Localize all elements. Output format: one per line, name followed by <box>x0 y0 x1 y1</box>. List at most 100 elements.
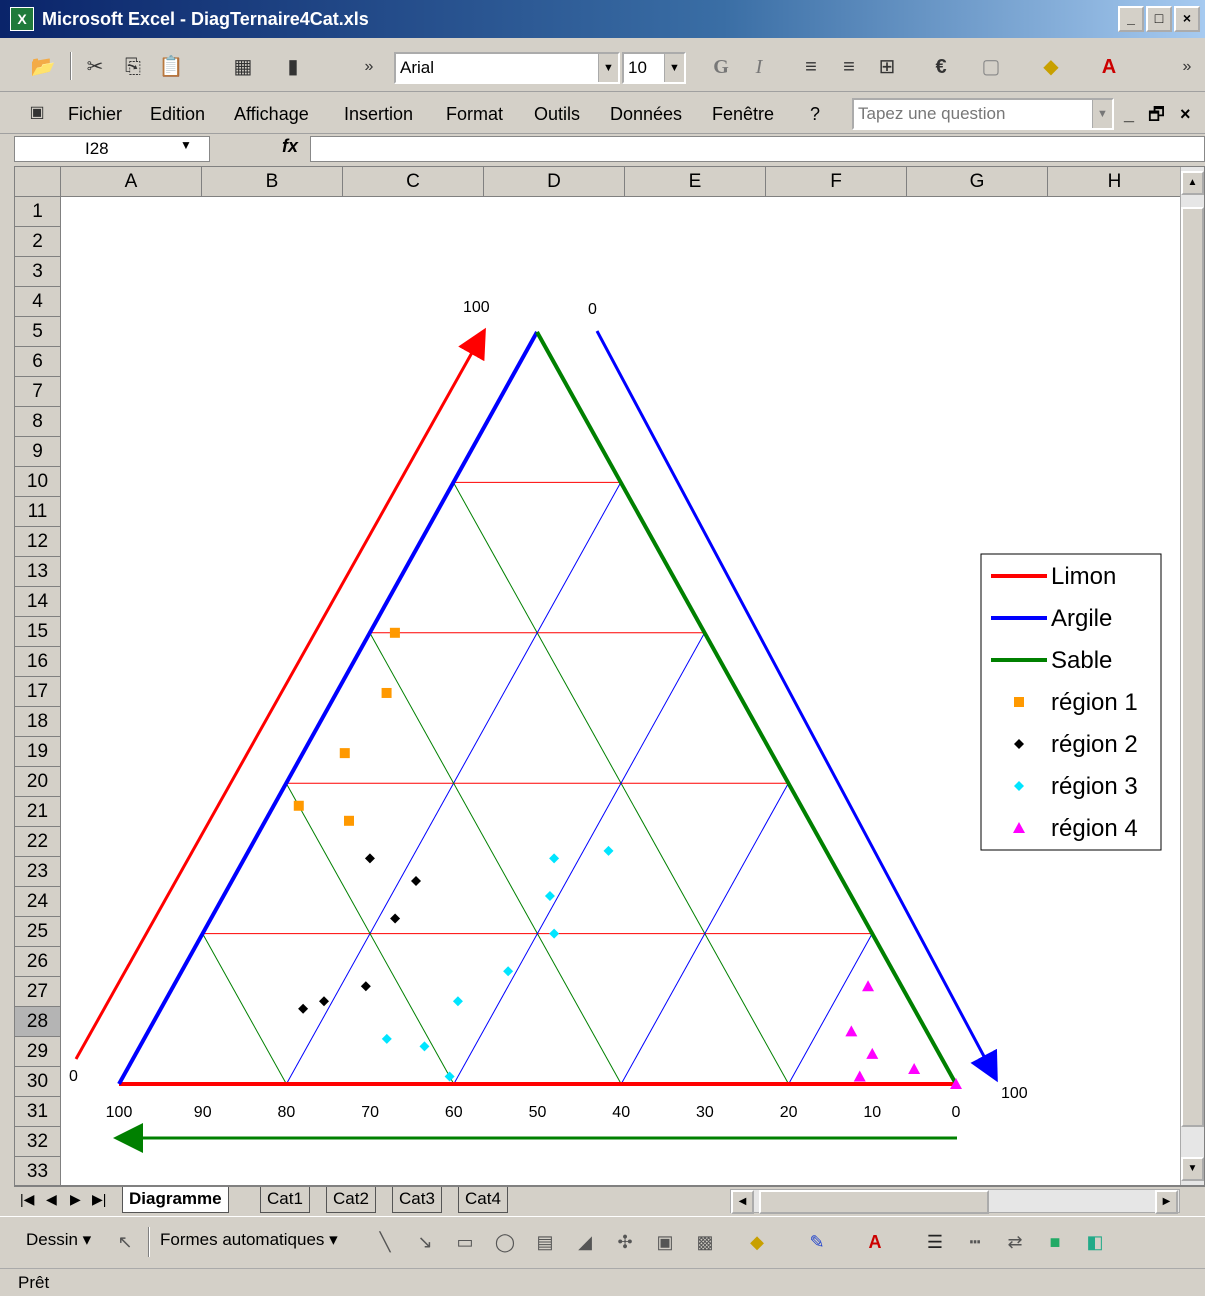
tab-cat4[interactable]: Cat4 <box>458 1187 508 1213</box>
column-header[interactable]: C <box>343 167 484 197</box>
row-header[interactable]: 9 <box>15 437 61 467</box>
row-header[interactable]: 27 <box>15 977 61 1007</box>
menu-insertion[interactable]: Insertion <box>344 104 414 124</box>
select-all-corner[interactable] <box>15 167 61 197</box>
menu-donnees[interactable]: Données <box>610 104 683 124</box>
copy-icon[interactable]: ⎘ <box>125 56 141 78</box>
oval-icon[interactable]: ◯ <box>494 1232 516 1252</box>
line-color-icon[interactable]: ✎ <box>809 1232 825 1252</box>
last-sheet-icon[interactable]: ▶| <box>92 1191 107 1207</box>
scroll-left-icon[interactable]: ◀ <box>731 1190 754 1214</box>
formes-automatiques-menu[interactable]: Formes automatiques ▾ <box>160 1230 338 1249</box>
picture-icon[interactable]: ▩ <box>696 1232 714 1252</box>
wordart-icon[interactable]: ◢ <box>578 1232 592 1252</box>
tab-diagramme[interactable]: Diagramme <box>122 1187 229 1213</box>
prev-sheet-icon[interactable]: ◀ <box>46 1191 57 1207</box>
row-header[interactable]: 7 <box>15 377 61 407</box>
clipart-icon[interactable]: ▣ <box>656 1232 674 1252</box>
chevron-down-icon[interactable]: ▼ <box>1092 100 1112 128</box>
tab-cat3[interactable]: Cat3 <box>392 1187 442 1213</box>
column-header[interactable]: E <box>625 167 766 197</box>
first-sheet-icon[interactable]: |◀ <box>20 1191 35 1207</box>
row-header[interactable]: 21 <box>15 797 61 827</box>
menu-format[interactable]: Format <box>446 104 504 124</box>
row-header[interactable]: 13 <box>15 557 61 587</box>
toolbar-options-button-2[interactable]: » <box>1182 58 1192 75</box>
tab-cat2[interactable]: Cat2 <box>326 1187 376 1213</box>
doc-close-button[interactable]: × <box>1180 104 1191 124</box>
row-header[interactable]: 5 <box>15 317 61 347</box>
row-header[interactable]: 30 <box>15 1067 61 1097</box>
font-name-select[interactable]: Arial ▼ <box>394 52 620 84</box>
row-header[interactable]: 31 <box>15 1097 61 1127</box>
chevron-down-icon[interactable]: ▼ <box>664 54 684 82</box>
select-objects-icon[interactable]: ↖ <box>117 1232 133 1252</box>
rectangle-icon[interactable]: ▭ <box>456 1232 474 1252</box>
row-header[interactable]: 15 <box>15 617 61 647</box>
open-icon[interactable]: 📂 <box>30 56 56 78</box>
scroll-right-icon[interactable]: ▶ <box>1155 1190 1178 1214</box>
vertical-scrollbar[interactable]: ▲ ▼ <box>1180 167 1204 1185</box>
euro-button[interactable]: € <box>935 56 947 78</box>
row-header[interactable]: 16 <box>15 647 61 677</box>
scroll-up-icon[interactable]: ▲ <box>1181 171 1204 195</box>
scroll-thumb[interactable] <box>1181 207 1204 1127</box>
row-header[interactable]: 4 <box>15 287 61 317</box>
row-header[interactable]: 10 <box>15 467 61 497</box>
borders-icon[interactable]: ▢ <box>981 56 1001 78</box>
menu-affichage[interactable]: Affichage <box>234 104 309 124</box>
column-header[interactable]: A <box>61 167 202 197</box>
hscroll-thumb[interactable] <box>759 1190 989 1214</box>
chevron-down-icon[interactable]: ▼ <box>180 138 192 152</box>
row-header[interactable]: 20 <box>15 767 61 797</box>
chart-wizard-icon[interactable]: ▮ <box>287 56 299 78</box>
row-header[interactable]: 6 <box>15 347 61 377</box>
merge-center-icon[interactable]: ⊞ <box>878 56 896 78</box>
row-header[interactable]: 26 <box>15 947 61 977</box>
row-header[interactable]: 3 <box>15 257 61 287</box>
cut-icon[interactable]: ✂ <box>86 56 104 78</box>
next-sheet-icon[interactable]: ▶ <box>70 1191 81 1207</box>
diagram-icon[interactable]: ✣ <box>617 1232 633 1252</box>
menu-outils[interactable]: Outils <box>534 104 581 124</box>
textbox-icon[interactable]: ▤ <box>536 1232 554 1252</box>
row-header[interactable]: 11 <box>15 497 61 527</box>
formula-input[interactable] <box>310 136 1205 162</box>
fx-icon[interactable]: fx <box>282 136 299 156</box>
dessin-menu[interactable]: Dessin ▾ <box>26 1230 92 1249</box>
document-icon[interactable]: ▣ <box>29 104 45 121</box>
question-input[interactable]: Tapez une question ▼ <box>852 98 1114 130</box>
doc-restore-button[interactable]: 🗗 <box>1148 104 1165 124</box>
arrow-style-icon[interactable]: ⇄ <box>1007 1232 1023 1252</box>
column-header[interactable]: F <box>766 167 907 197</box>
row-header[interactable]: 28 <box>15 1007 61 1037</box>
chevron-down-icon[interactable]: ▼ <box>598 54 618 82</box>
close-button[interactable]: × <box>1174 6 1200 32</box>
insert-icon[interactable]: ▦ <box>233 56 253 78</box>
row-header[interactable]: 14 <box>15 587 61 617</box>
row-header[interactable]: 12 <box>15 527 61 557</box>
row-header[interactable]: 1 <box>15 197 61 227</box>
line-icon[interactable]: ╲ <box>379 1232 391 1252</box>
restore-button[interactable]: □ <box>1146 6 1172 32</box>
column-header[interactable]: B <box>202 167 343 197</box>
menu-fichier[interactable]: Fichier <box>68 104 123 124</box>
row-header[interactable]: 33 <box>15 1157 61 1185</box>
row-header[interactable]: 29 <box>15 1037 61 1067</box>
doc-minimize-button[interactable]: _ <box>1124 104 1135 124</box>
bold-button[interactable]: G <box>713 56 729 78</box>
paste-icon[interactable]: 📋 <box>158 56 184 78</box>
row-header[interactable]: 23 <box>15 857 61 887</box>
column-header[interactable]: H <box>1048 167 1182 197</box>
menu-edition[interactable]: Edition <box>150 104 206 124</box>
column-header[interactable]: D <box>484 167 625 197</box>
line-style-icon[interactable]: ☰ <box>926 1232 944 1252</box>
fill-color-icon[interactable]: ◆ <box>1043 56 1059 78</box>
fill-color-icon[interactable]: ◆ <box>750 1232 764 1252</box>
toolbar-options-button[interactable]: » <box>364 58 374 75</box>
font-color-icon[interactable]: A <box>1101 56 1117 78</box>
row-header[interactable]: 19 <box>15 737 61 767</box>
minimize-button[interactable]: _ <box>1118 6 1144 32</box>
name-box[interactable]: I28 <box>14 136 210 162</box>
